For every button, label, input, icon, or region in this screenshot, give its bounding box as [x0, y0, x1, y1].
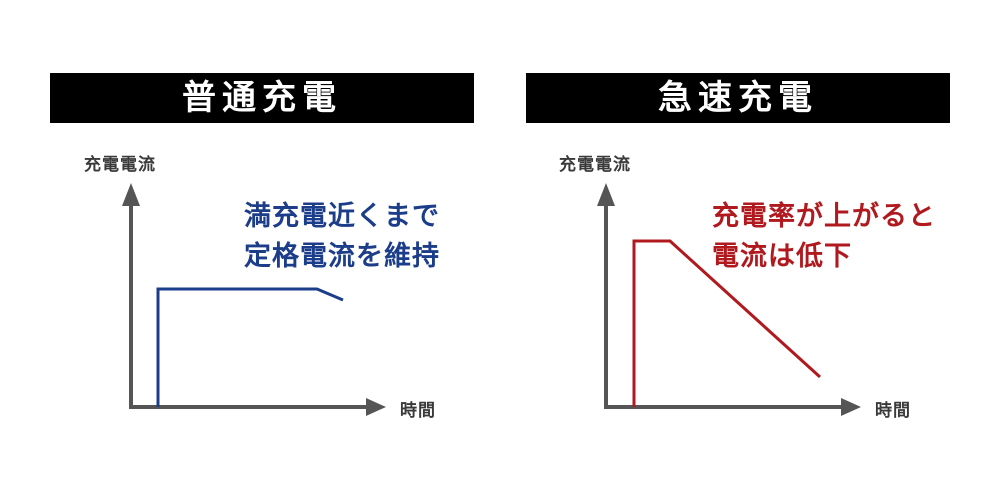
- annotation-text: 満充電近くまで 定格電流を維持: [244, 197, 440, 277]
- panel-title: 普通充電: [50, 73, 474, 123]
- current-curve: [632, 239, 822, 407]
- x-axis-label: 時間: [400, 401, 436, 421]
- current-curve: [156, 287, 344, 407]
- x-axis-arrow-icon: [366, 398, 386, 416]
- annotation-line: 充電率が上がると: [712, 201, 936, 232]
- annotation-line: 満充電近くまで: [244, 201, 440, 232]
- annotation-line: 電流は低下: [712, 241, 852, 272]
- fast-charging-panel: 急速充電 充電電流 充電率が上がると 電流は低下 時間: [475, 0, 950, 500]
- normal-charging-panel: 普通充電 充電電流 満充電近くまで 定格電流を維持 時間: [0, 0, 475, 500]
- y-axis-label: 充電電流: [559, 155, 631, 175]
- y-axis-arrow-icon: [122, 183, 140, 206]
- annotation-text: 充電率が上がると 電流は低下: [712, 197, 936, 277]
- annotation-line: 定格電流を維持: [244, 241, 440, 272]
- current-curve-plot: [122, 183, 386, 416]
- y-axis-label: 充電電流: [84, 155, 156, 175]
- panel-title: 急速充電: [526, 73, 950, 123]
- y-axis-arrow-icon: [597, 183, 615, 206]
- current-curve-plot: [597, 183, 861, 416]
- x-axis-label: 時間: [875, 401, 911, 421]
- x-axis-arrow-icon: [841, 398, 861, 416]
